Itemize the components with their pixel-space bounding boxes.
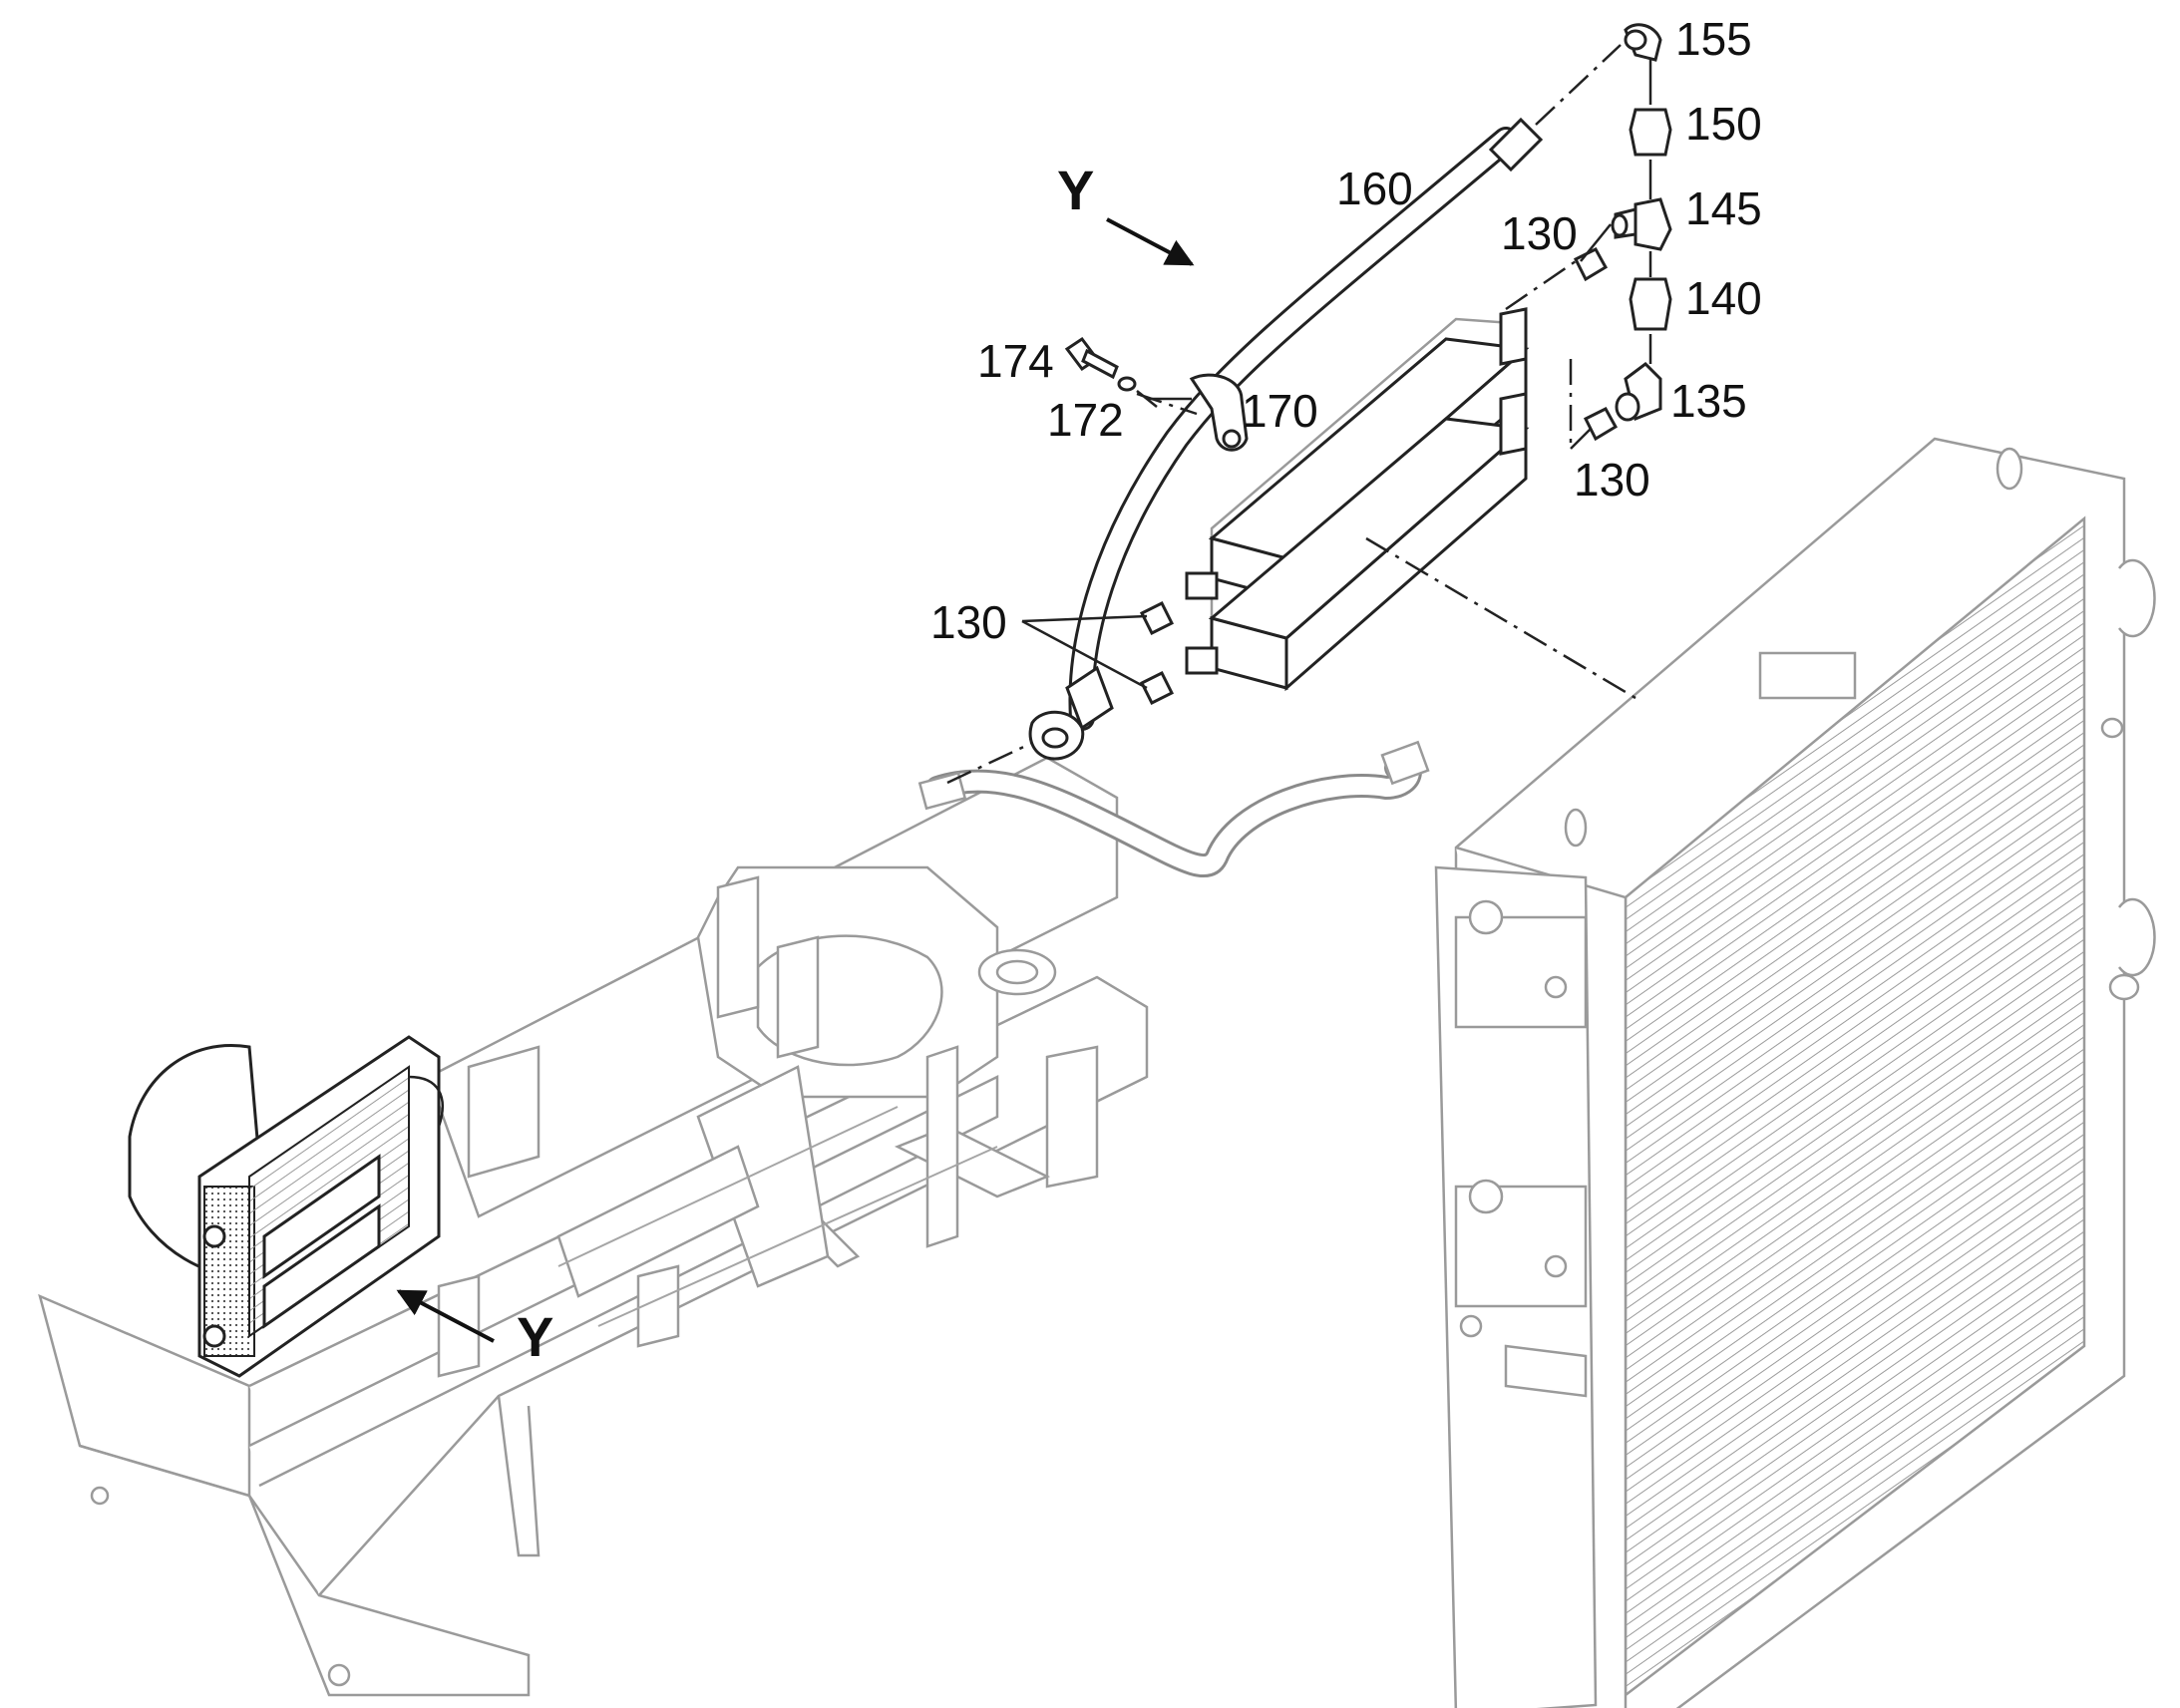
hose-160 bbox=[1028, 117, 1544, 761]
tee-145 bbox=[1611, 197, 1672, 251]
callout-130-upper: 130 bbox=[1501, 207, 1578, 259]
callout-170: 170 bbox=[1242, 385, 1318, 437]
callout-145: 145 bbox=[1685, 182, 1762, 234]
callout-130-left: 130 bbox=[930, 596, 1007, 648]
chassis-frame bbox=[38, 756, 1149, 1697]
lower-hose bbox=[917, 740, 1430, 877]
nut-140 bbox=[1629, 277, 1672, 331]
oil-cooler-core bbox=[1185, 307, 1530, 692]
clamp-170 bbox=[1189, 373, 1249, 452]
installed-cooler-assembly bbox=[128, 1035, 444, 1378]
view-label-y-top: Y bbox=[1057, 159, 1094, 221]
callout-174: 174 bbox=[977, 335, 1054, 387]
callout-130-lower-right: 130 bbox=[1574, 454, 1650, 506]
leader-lines bbox=[1021, 223, 1612, 690]
fitting-155 bbox=[1624, 23, 1662, 62]
callout-150: 150 bbox=[1685, 98, 1762, 150]
radiator-assembly bbox=[1434, 437, 2156, 1708]
callout-155: 155 bbox=[1675, 13, 1752, 65]
elbow-135 bbox=[1615, 362, 1662, 422]
view-arrow-top bbox=[1106, 217, 1195, 266]
callout-172: 172 bbox=[1047, 394, 1124, 446]
view-label-y-bottom: Y bbox=[517, 1305, 553, 1368]
view-arrow-bottom bbox=[396, 1289, 495, 1343]
adapter-130 bbox=[1139, 247, 1619, 706]
callout-160: 160 bbox=[1336, 163, 1413, 214]
callout-140: 140 bbox=[1685, 272, 1762, 324]
washer-172 bbox=[1117, 376, 1137, 392]
bolt-174 bbox=[1064, 336, 1119, 380]
callout-135: 135 bbox=[1670, 375, 1747, 427]
nut-150 bbox=[1629, 108, 1672, 157]
